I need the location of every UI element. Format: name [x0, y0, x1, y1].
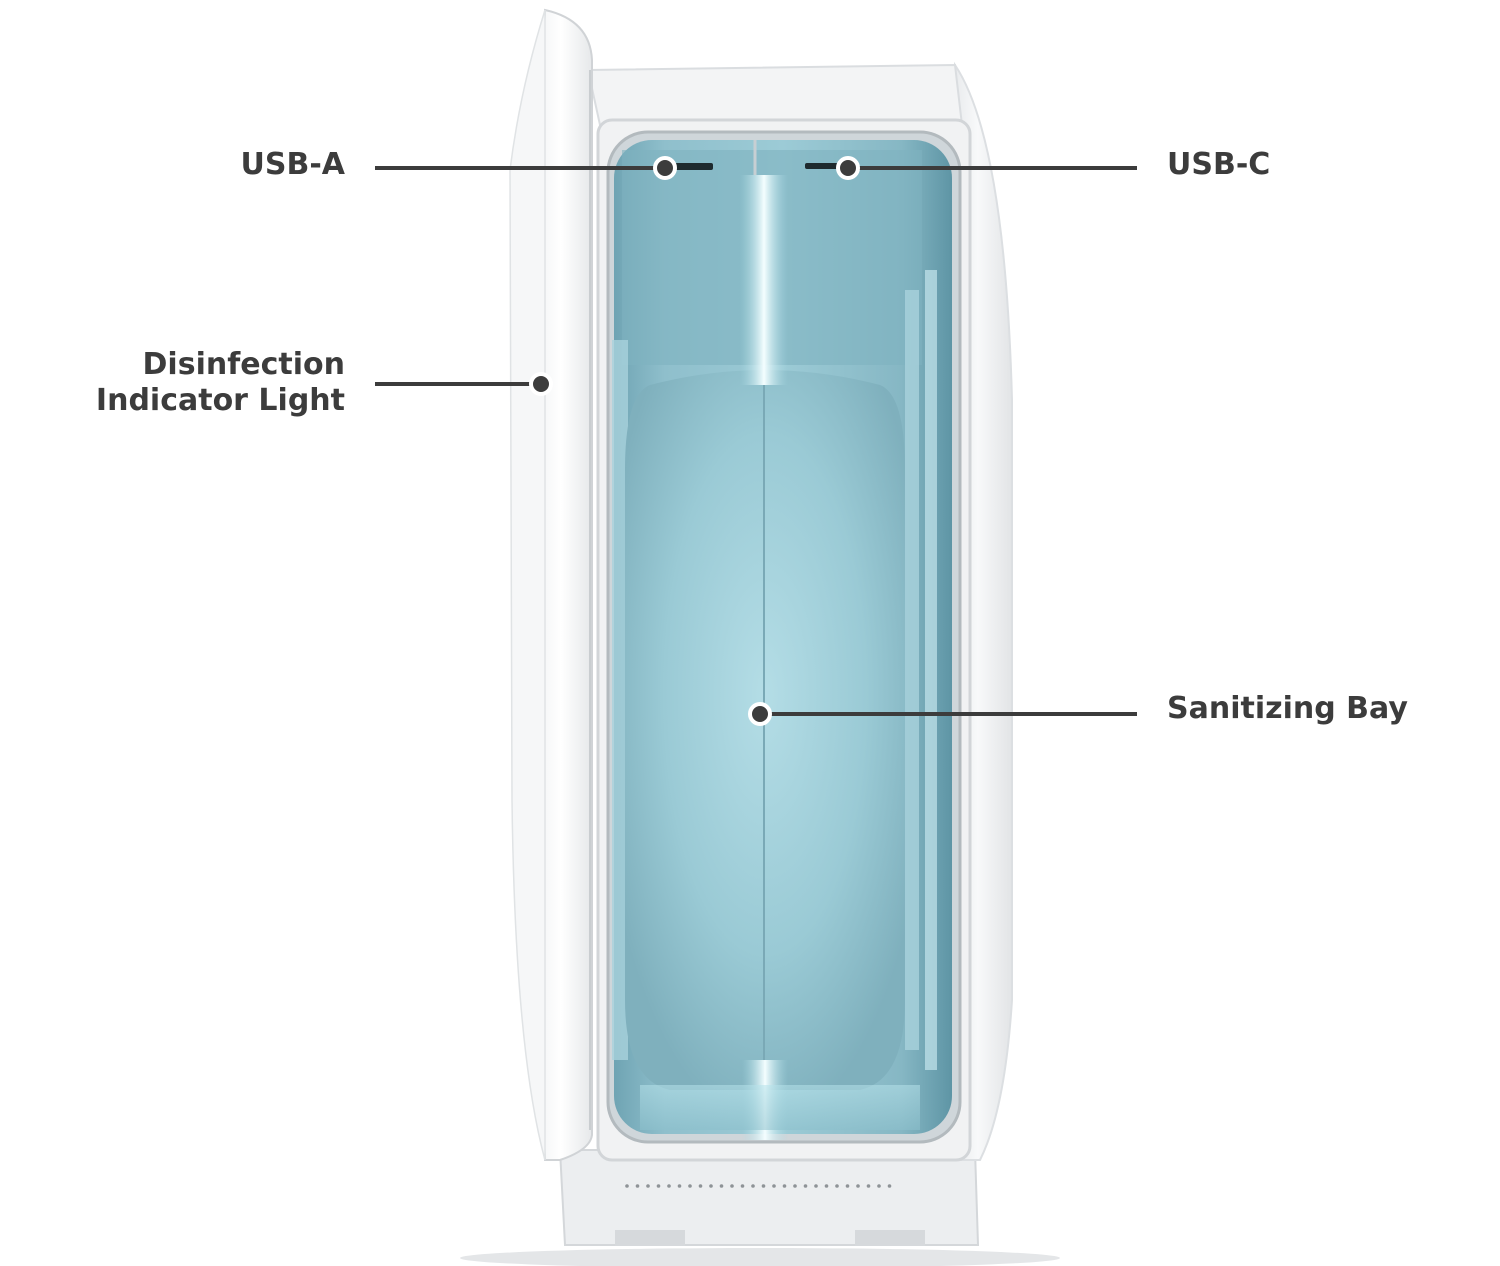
- vent-dot: [625, 1184, 629, 1188]
- vent-dot: [635, 1184, 640, 1188]
- label-disinfection-indicator: Disinfection Indicator Light: [60, 347, 345, 419]
- callout-dot-usb-a: [653, 156, 677, 180]
- right-rail: [905, 290, 919, 1050]
- callout-lines: [375, 166, 1137, 716]
- uv-light-top: [740, 175, 788, 385]
- label-sanitizing-bay: Sanitizing Bay: [1167, 691, 1408, 726]
- vent-dot: [709, 1184, 713, 1188]
- vent-dot: [761, 1184, 766, 1188]
- vent-dot: [677, 1184, 682, 1188]
- label-disinfection-line1: Disinfection: [142, 347, 345, 382]
- vent-dot: [856, 1184, 860, 1188]
- device-top: [586, 63, 964, 126]
- label-usb-a: USB-A: [240, 147, 345, 182]
- vent-dot: [887, 1184, 892, 1188]
- door-outer-edge: [509, 9, 546, 1161]
- vent-dot: [719, 1184, 724, 1188]
- vent-dot: [835, 1184, 839, 1188]
- right-foot: [855, 1230, 925, 1246]
- vent-dot: [803, 1184, 808, 1188]
- vent-dot: [688, 1184, 692, 1188]
- vent-dot: [646, 1184, 650, 1188]
- vent-dot: [656, 1184, 661, 1188]
- callout-dot-sanitizing: [748, 702, 772, 726]
- left-rail: [612, 340, 628, 1060]
- callout-dots: [529, 156, 860, 726]
- floor-shadow: [460, 1248, 1060, 1266]
- right-rail-outer: [925, 270, 937, 1070]
- vent-dot: [751, 1184, 755, 1188]
- label-disinfection-line2: Indicator Light: [95, 383, 345, 418]
- vent-dot: [793, 1184, 797, 1188]
- vent-dots: [625, 1184, 892, 1188]
- vent-dot: [730, 1184, 734, 1188]
- vent-dot: [824, 1184, 829, 1188]
- vent-dot: [772, 1184, 776, 1188]
- vent-dot: [866, 1184, 871, 1188]
- vent-dot: [877, 1184, 881, 1188]
- vent-dot: [667, 1184, 671, 1188]
- vent-dot: [782, 1184, 787, 1188]
- callout-dot-usb-c: [836, 156, 860, 180]
- label-usb-c: USB-C: [1167, 147, 1271, 182]
- vent-dot: [845, 1184, 850, 1188]
- bay-floor: [640, 1085, 920, 1130]
- vent-dot: [814, 1184, 818, 1188]
- vent-dot: [740, 1184, 745, 1188]
- callout-dot-disinfection: [529, 372, 553, 396]
- left-foot: [615, 1230, 685, 1246]
- vent-dot: [698, 1184, 703, 1188]
